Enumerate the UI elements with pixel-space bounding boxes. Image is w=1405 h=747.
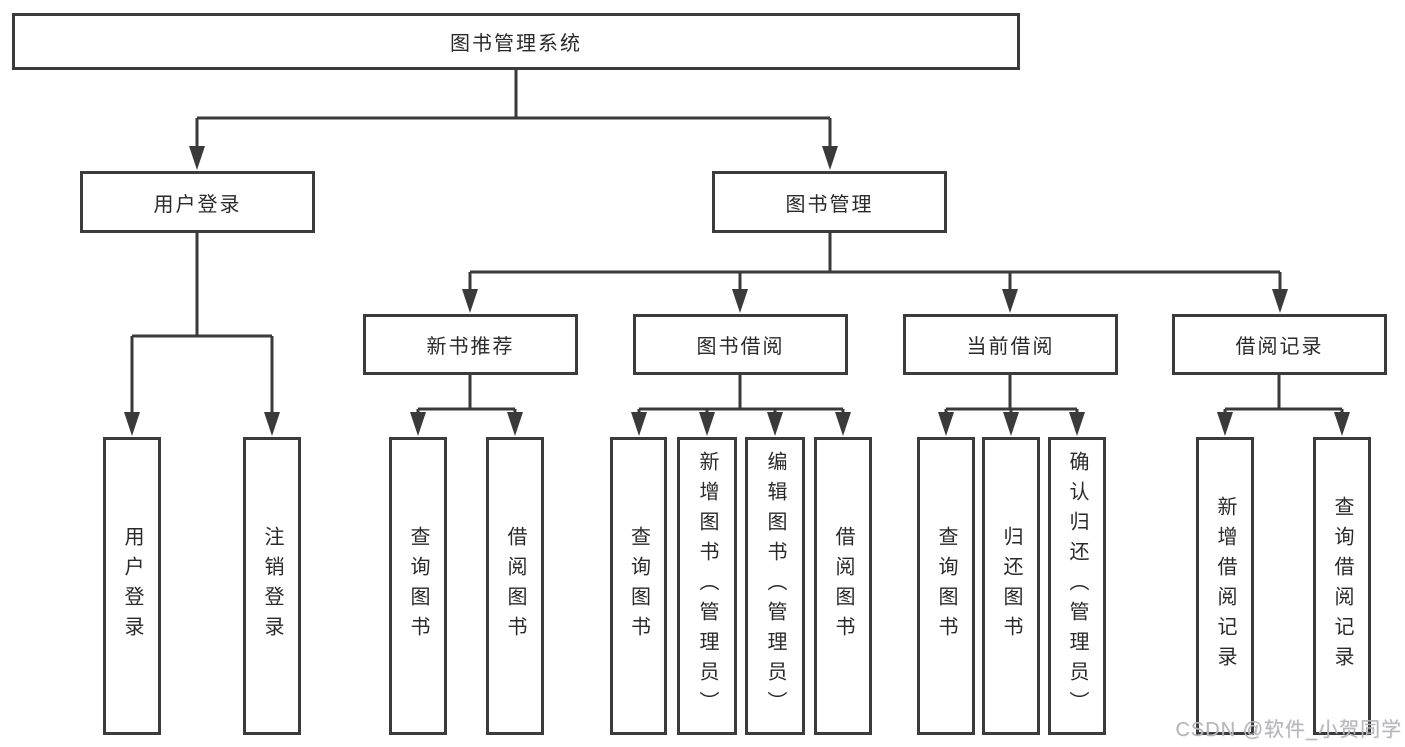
leaf-query-books-borrow-label: 查询图书	[627, 526, 650, 646]
leaf-add-borrow-record: 新增借阅记录	[1196, 437, 1254, 735]
leaf-query-borrow-record-label: 查询借阅记录	[1331, 496, 1353, 676]
leaf-confirm-return-admin: 确认归还（管理员）	[1048, 437, 1106, 735]
leaf-borrow-books-label: 借阅图书	[832, 526, 854, 646]
leaf-return-books-label: 归还图书	[1000, 526, 1022, 646]
leaf-query-books-recommend-label: 查询图书	[407, 526, 429, 646]
leaf-logout-label: 注销登录	[261, 526, 283, 646]
leaf-edit-book-admin-label: 编辑图书（管理员）	[764, 451, 786, 721]
csdn-watermark: CSDN @软件_小贺同学	[1175, 719, 1402, 741]
leaf-borrow-books-recommend-label: 借阅图书	[504, 526, 526, 646]
leaf-query-books-recommend: 查询图书	[389, 437, 447, 735]
node-book-borrow-label: 图书借阅	[696, 336, 785, 358]
leaf-return-books: 归还图书	[982, 437, 1040, 735]
leaf-user-login-label: 用户登录	[121, 526, 143, 646]
leaf-edit-book-admin: 编辑图书（管理员）	[745, 437, 805, 735]
node-current-borrow-label: 当前借阅	[966, 336, 1055, 358]
leaf-query-books-borrow: 查询图书	[610, 437, 667, 735]
node-borrow-records-label: 借阅记录	[1235, 336, 1324, 358]
node-root-label: 图书管理系统	[450, 33, 582, 55]
node-book-management: 图书管理	[712, 171, 947, 233]
leaf-query-borrow-record: 查询借阅记录	[1313, 437, 1371, 735]
node-book-management-label: 图书管理	[785, 193, 874, 216]
node-borrow-records: 借阅记录	[1172, 314, 1387, 375]
node-root: 图书管理系统	[12, 13, 1020, 70]
leaf-user-login: 用户登录	[103, 437, 161, 735]
leaf-logout: 注销登录	[243, 437, 301, 735]
leaf-confirm-return-admin-label: 确认归还（管理员）	[1066, 451, 1088, 721]
node-user-login-label: 用户登录	[153, 193, 242, 216]
node-new-book-recommend: 新书推荐	[363, 314, 578, 375]
leaf-add-book-admin: 新增图书（管理员）	[677, 437, 737, 735]
leaf-borrow-books: 借阅图书	[814, 437, 872, 735]
leaf-borrow-books-recommend: 借阅图书	[486, 437, 544, 735]
node-user-login: 用户登录	[80, 171, 315, 233]
node-current-borrow: 当前借阅	[903, 314, 1118, 375]
node-new-book-recommend-label: 新书推荐	[426, 336, 515, 358]
leaf-query-books-current: 查询图书	[917, 437, 975, 735]
leaf-add-borrow-record-label: 新增借阅记录	[1214, 496, 1236, 676]
leaf-add-book-admin-label: 新增图书（管理员）	[696, 451, 718, 721]
leaf-query-books-current-label: 查询图书	[935, 526, 957, 646]
node-book-borrow: 图书借阅	[633, 314, 848, 375]
